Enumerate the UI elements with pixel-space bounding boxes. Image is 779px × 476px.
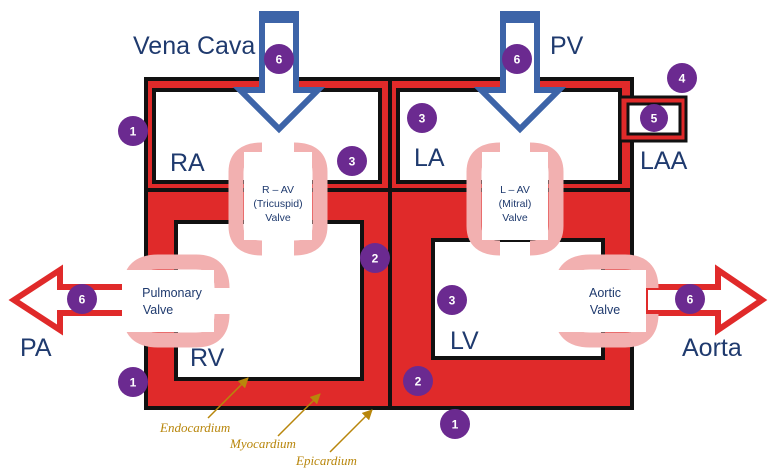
badge-1-bottom: 1 bbox=[440, 409, 470, 439]
badge-6-aorta: 6 bbox=[675, 284, 705, 314]
badge-3-ra: 3 bbox=[337, 146, 367, 176]
epicardium-label: Epicardium bbox=[295, 453, 357, 468]
svg-text:5: 5 bbox=[651, 112, 658, 126]
aortic-valve-label-line2: Valve bbox=[590, 303, 620, 317]
badge-4-laa: 4 bbox=[667, 63, 697, 93]
ra-label: RA bbox=[170, 149, 205, 177]
svg-text:6: 6 bbox=[79, 293, 86, 307]
pv-label: PV bbox=[550, 32, 584, 60]
badge-5-laa-inner: 5 bbox=[640, 104, 668, 132]
badge-6-pa: 6 bbox=[67, 284, 97, 314]
svg-text:1: 1 bbox=[130, 376, 137, 390]
badge-3-la: 3 bbox=[407, 103, 437, 133]
layer-callouts: Endocardium Myocardium Epicardium bbox=[159, 377, 373, 468]
la-label: LA bbox=[414, 144, 445, 172]
badge-1-rv-wall: 1 bbox=[118, 367, 148, 397]
badge-1-ra-wall: 1 bbox=[118, 116, 148, 146]
pulmonary-valve-label-line2: Valve bbox=[143, 303, 173, 317]
aortic-valve: Aortic Valve bbox=[554, 254, 659, 348]
svg-text:3: 3 bbox=[449, 294, 456, 308]
pa-label: PA bbox=[20, 334, 52, 362]
mitral-valve: L – AV (Mitral) Valve bbox=[466, 142, 564, 256]
badge-6-pv: 6 bbox=[502, 44, 532, 74]
svg-text:3: 3 bbox=[419, 112, 426, 126]
svg-text:1: 1 bbox=[452, 418, 459, 432]
mitral-valve-label-line3: Valve bbox=[502, 212, 528, 224]
badge-6-vena-cava: 6 bbox=[264, 44, 294, 74]
endocardium-label: Endocardium bbox=[159, 420, 230, 435]
tricuspid-valve-label-line2: (Tricuspid) bbox=[253, 198, 302, 210]
tricuspid-valve-label-line1: R – AV bbox=[262, 184, 294, 196]
laa-label: LAA bbox=[640, 147, 688, 175]
badge-2-septum: 2 bbox=[360, 243, 390, 273]
svg-text:6: 6 bbox=[276, 53, 283, 67]
pulmonary-valve-label-line1: Pulmonary bbox=[142, 286, 202, 300]
tricuspid-valve: R – AV (Tricuspid) Valve bbox=[228, 142, 328, 256]
badge-3-lv: 3 bbox=[437, 285, 467, 315]
tricuspid-valve-label-line3: Valve bbox=[265, 212, 291, 224]
rv-label: RV bbox=[190, 344, 225, 372]
svg-text:1: 1 bbox=[130, 125, 137, 139]
aorta-label: Aorta bbox=[682, 334, 742, 362]
pulmonary-valve: Pulmonary Valve bbox=[122, 254, 230, 348]
svg-text:4: 4 bbox=[679, 72, 686, 86]
vena-cava-label: Vena Cava bbox=[133, 32, 255, 60]
myocardium-label: Myocardium bbox=[229, 436, 296, 451]
svg-text:6: 6 bbox=[687, 293, 694, 307]
svg-text:6: 6 bbox=[514, 53, 521, 67]
svg-text:2: 2 bbox=[415, 375, 422, 389]
lv-label: LV bbox=[450, 327, 479, 355]
svg-text:3: 3 bbox=[349, 155, 356, 169]
mitral-valve-label-line2: (Mitral) bbox=[499, 198, 532, 210]
svg-text:2: 2 bbox=[372, 252, 379, 266]
badge-2-lv-wall: 2 bbox=[403, 366, 433, 396]
aortic-valve-label-line1: Aortic bbox=[589, 286, 621, 300]
mitral-valve-label-line1: L – AV bbox=[500, 184, 530, 196]
